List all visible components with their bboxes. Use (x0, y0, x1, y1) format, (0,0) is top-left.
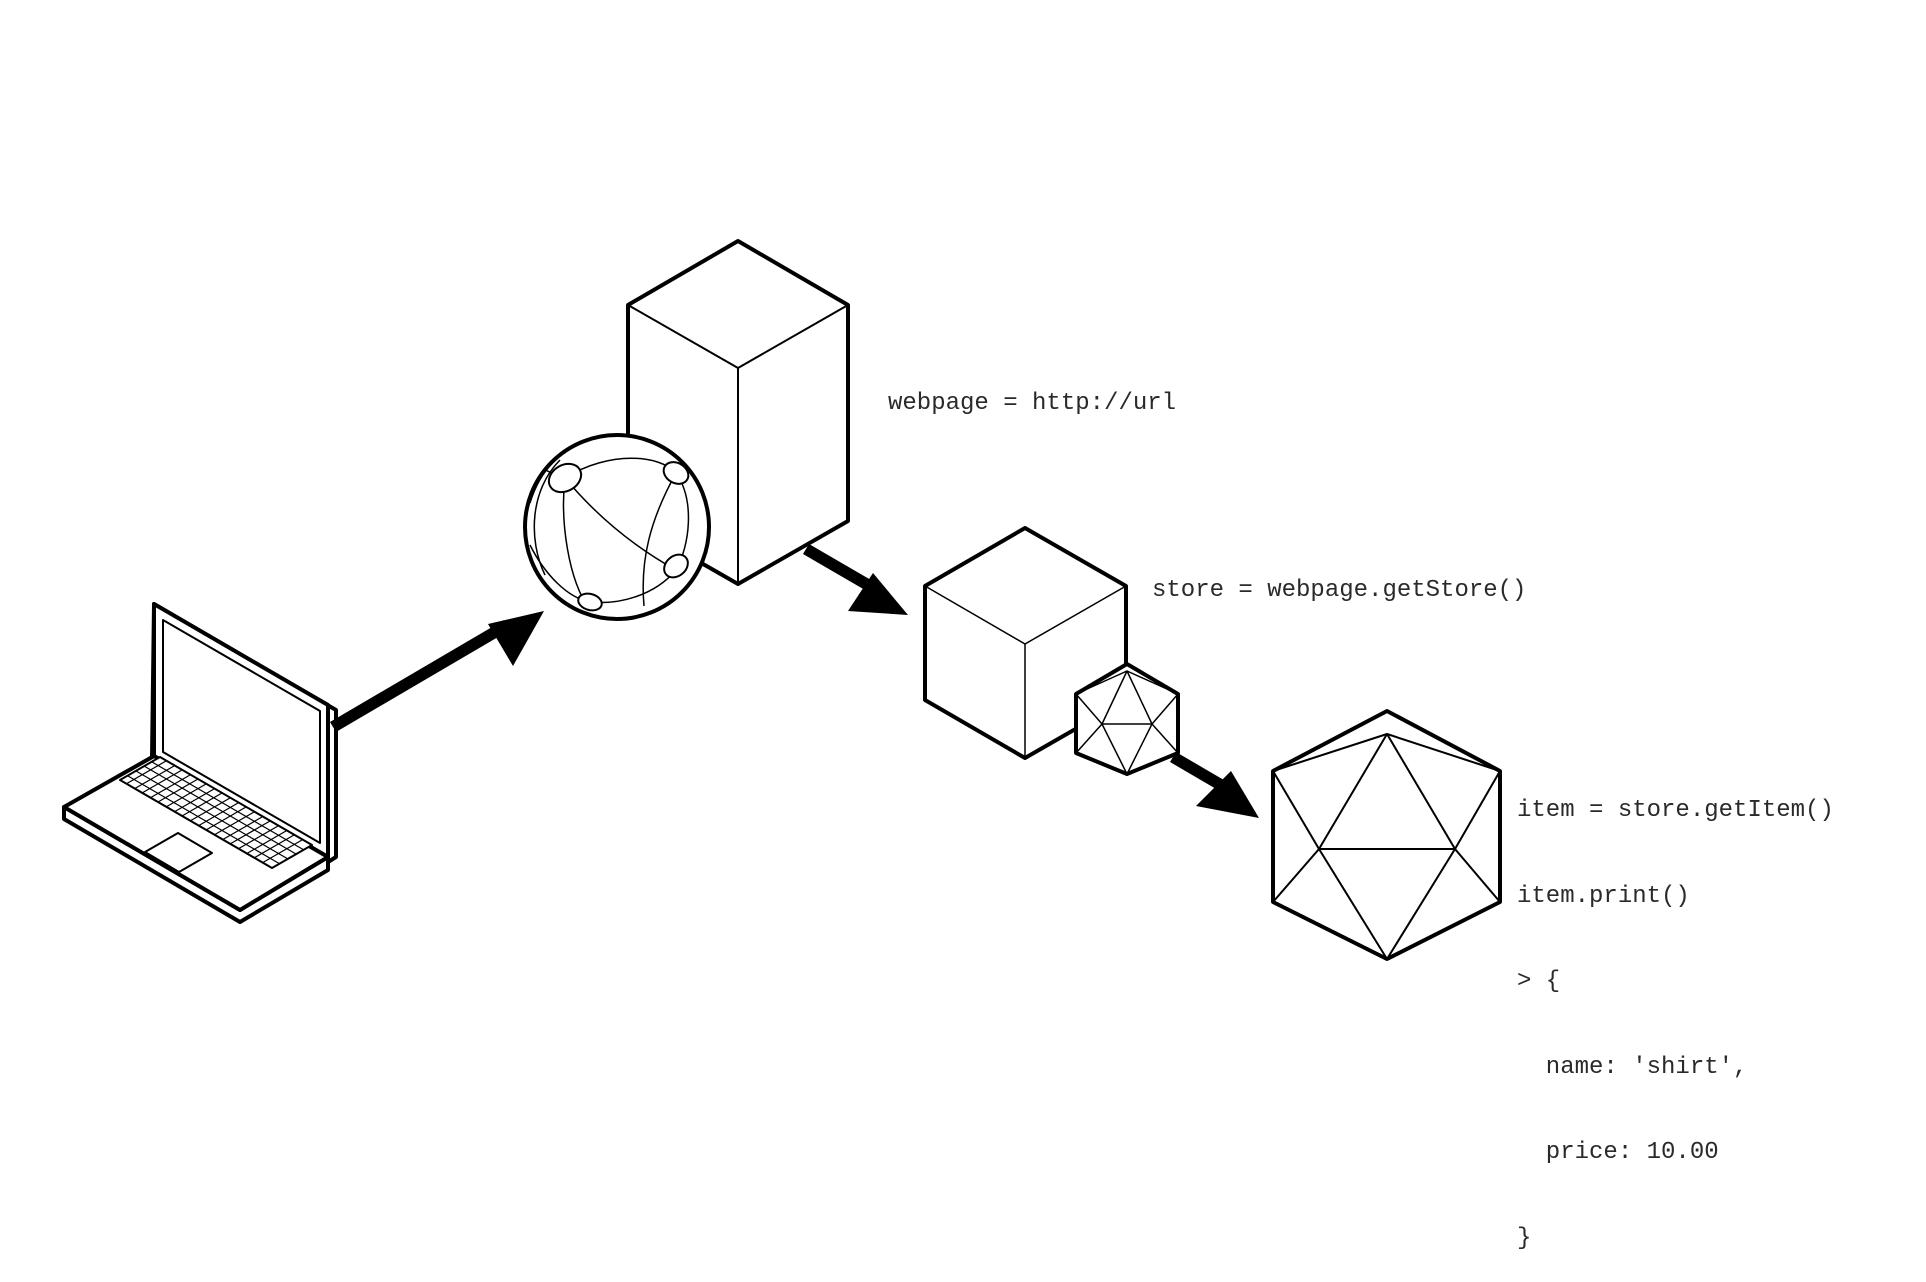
arrow-store-to-item (1170, 752, 1259, 818)
item-code-line: } (1517, 1224, 1532, 1252)
item-code-block: item = store.getItem() item.print() > { … (1517, 740, 1834, 1282)
laptop-icon (62, 602, 338, 924)
globe-icon (523, 433, 711, 621)
small-icosahedron-icon (1074, 662, 1180, 776)
icosahedron-icon (1271, 709, 1502, 961)
item-code-line: item.print() (1517, 882, 1690, 910)
arrow-laptop-to-webpage (330, 611, 544, 732)
webpage-code-label: webpage = http://url (888, 390, 1177, 417)
item-code-line: item = store.getItem() (1517, 797, 1834, 824)
item-code-line: name: 'shirt', (1517, 1053, 1748, 1081)
item-code-line: price: 10.00 (1517, 1139, 1719, 1166)
store-code-label: store = webpage.getStore() (1152, 577, 1527, 604)
arrow-webpage-to-store (803, 544, 908, 615)
item-code-line: > { (1517, 968, 1561, 995)
architecture-diagram (62, 239, 1502, 961)
